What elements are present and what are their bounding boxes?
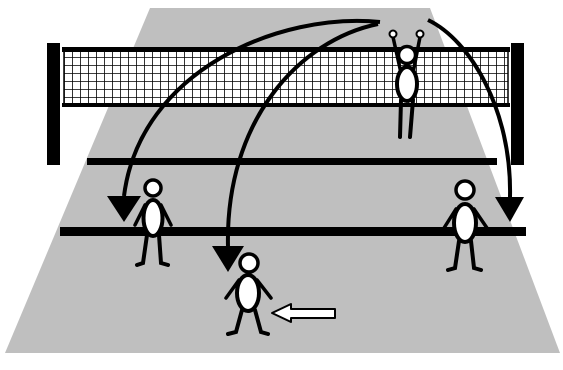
center-receiver-head <box>240 254 258 272</box>
left-net-post <box>47 43 60 165</box>
jumping-player-body <box>397 67 417 101</box>
jumping-player-head <box>399 47 416 64</box>
attack-line <box>87 158 497 165</box>
jumping-player-hand-right <box>417 31 424 38</box>
right-receiver-head <box>456 181 474 199</box>
left-receiver-head <box>145 180 161 196</box>
jumping-player-hand-left <box>390 31 397 38</box>
right-net-post <box>511 43 524 165</box>
